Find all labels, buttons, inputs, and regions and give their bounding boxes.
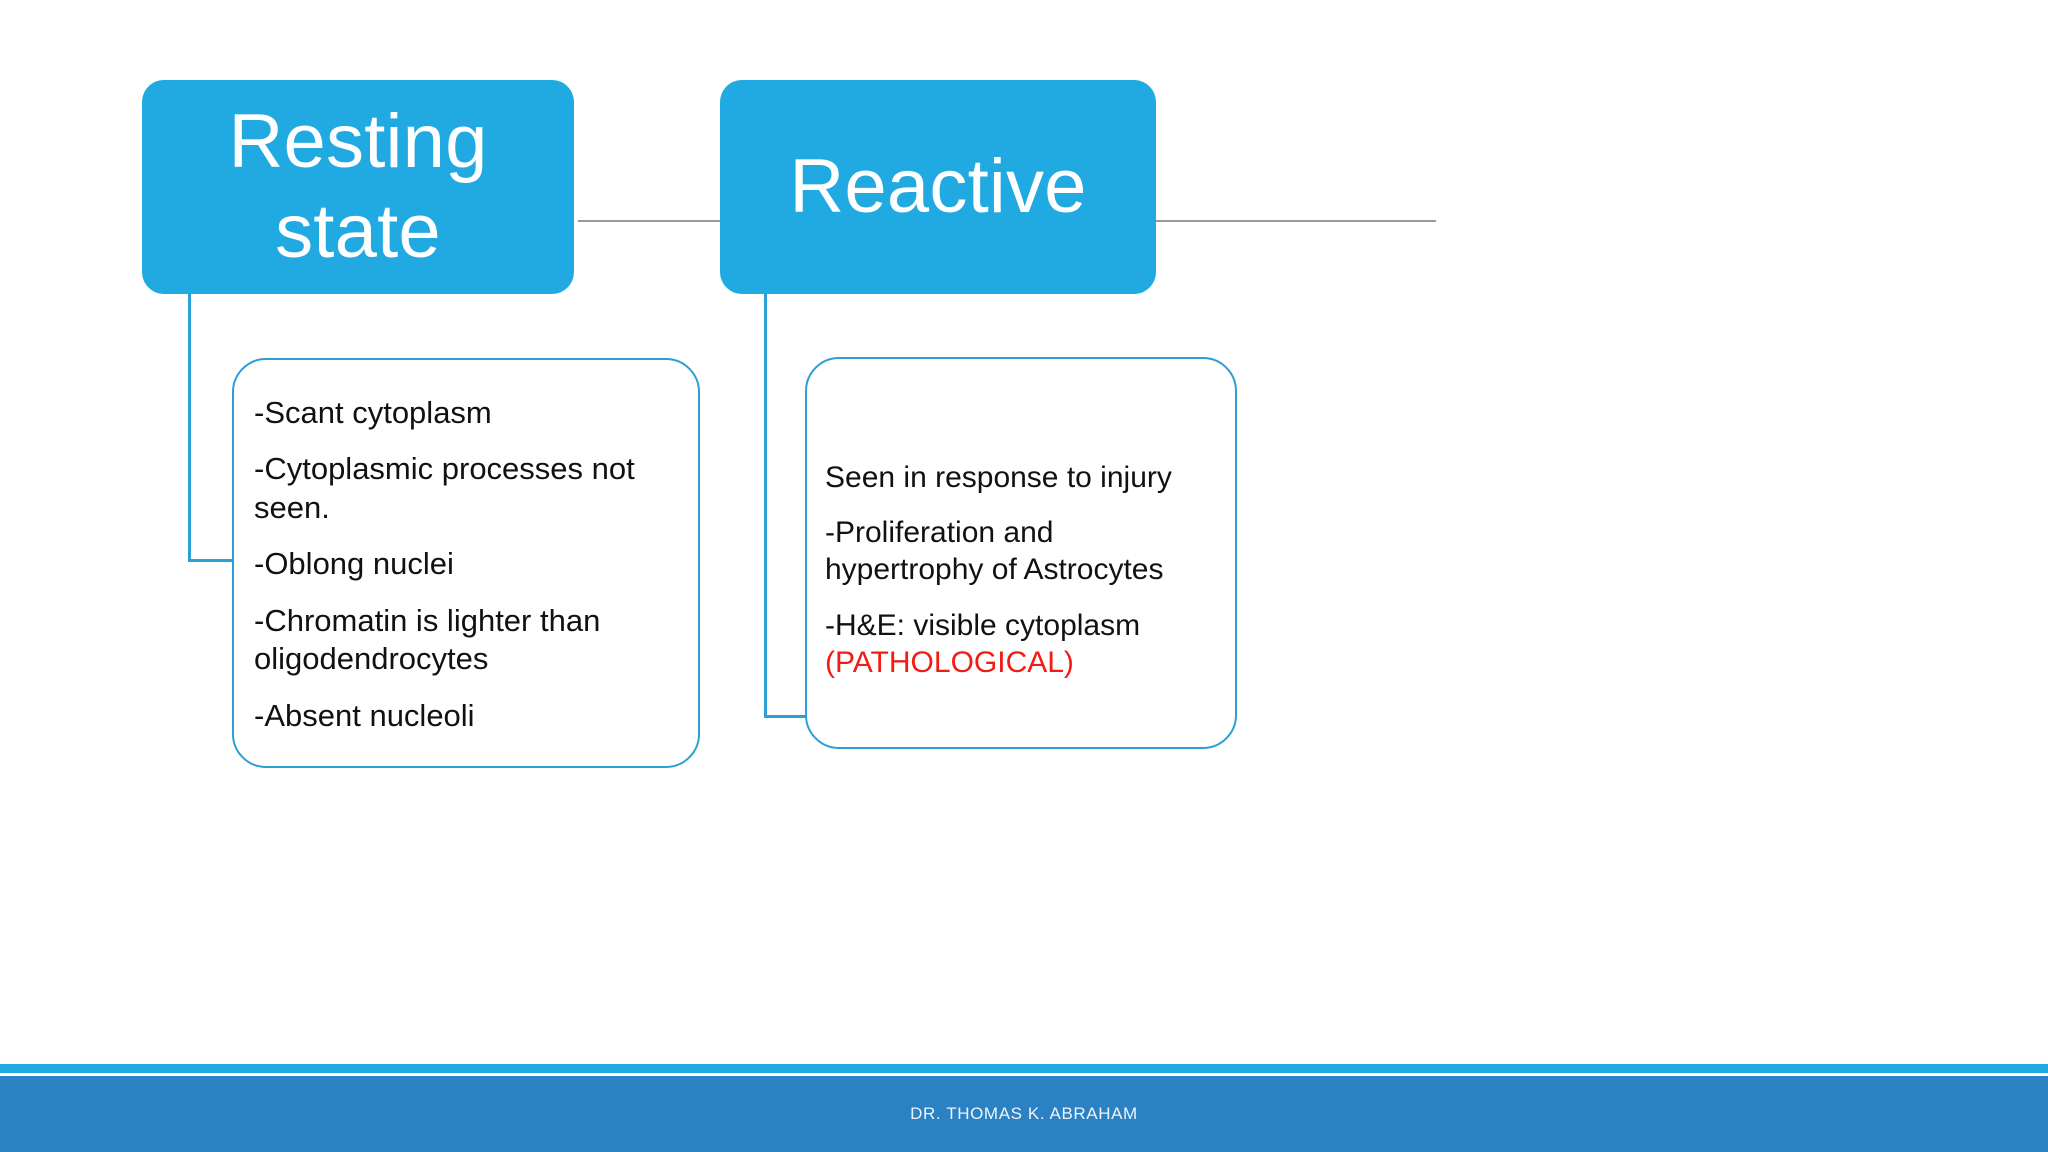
footer-author-text: DR. THOMAS K. ABRAHAM <box>910 1104 1138 1123</box>
pathological-emphasis: (PATHOLOGICAL) <box>825 645 1074 679</box>
connector-resting-horizontal <box>188 559 236 562</box>
list-item: -Scant cytoplasm <box>254 395 492 430</box>
footer-bar: DR. THOMAS K. ABRAHAM <box>0 1076 2048 1152</box>
list-item: -Absent nucleoli <box>254 697 475 733</box>
list-item: Seen in response to injury <box>825 461 1172 494</box>
list-item: -Cytoplasmic processes not seen. <box>254 451 635 525</box>
footer-accent-strip <box>0 1064 2048 1073</box>
detail-list-reactive: Seen in response to injury -Proliferatio… <box>825 459 1215 681</box>
connector-reactive-horizontal <box>764 715 812 718</box>
category-box-resting[interactable]: Resting state <box>142 80 574 294</box>
footer-divider-gap <box>0 1073 2048 1076</box>
connector-reactive-vertical <box>764 294 767 718</box>
detail-box-resting: -Scant cytoplasm -Cytoplasmic processes … <box>232 358 700 768</box>
category-label-reactive: Reactive <box>789 144 1087 230</box>
list-item-stain: -H&E: visible cytoplasm (PATHOLOGICAL) <box>825 607 1215 681</box>
list-item: -Oblong nuclei <box>254 546 454 582</box>
detail-list-resting: -Scant cytoplasm -Cytoplasmic processes … <box>254 394 676 735</box>
category-label-resting: Resting state <box>228 99 488 274</box>
detail-box-reactive: Seen in response to injury -Proliferatio… <box>805 357 1237 749</box>
connector-resting-vertical <box>188 294 191 562</box>
list-item: -Chromatin is lighter than oligodendrocy… <box>254 602 601 677</box>
category-box-reactive[interactable]: Reactive <box>720 80 1156 294</box>
list-item: -Proliferation and hypertrophy of Astroc… <box>825 516 1164 587</box>
stain-text: -H&E: visible cytoplasm <box>825 608 1141 642</box>
